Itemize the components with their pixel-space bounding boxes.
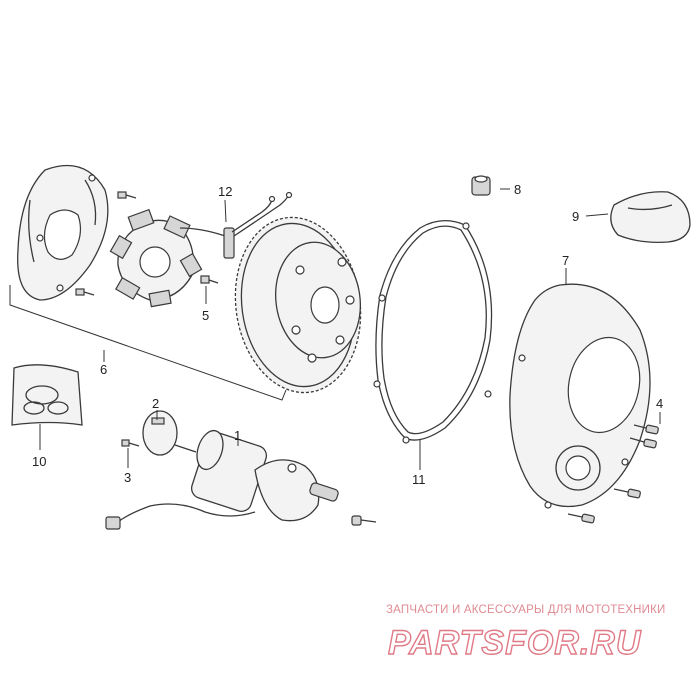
plate-screw-top: [117, 191, 137, 199]
cover-bolts: [567, 424, 659, 524]
watermark-logo-text: PARTSFOR.RU: [388, 624, 642, 662]
callout-8: 8: [514, 182, 521, 197]
stator-coil-assembly: [109, 208, 233, 308]
stator-base-plate: [17, 164, 109, 301]
plate-screw-bottom: [75, 288, 95, 296]
gasket-set-package: [11, 364, 83, 426]
callout-7: 7: [562, 253, 569, 268]
starter-clamp-band: [142, 410, 197, 456]
callout-3: 3: [124, 470, 131, 485]
watermark-tagline: ЗАПЧАСТИ И АКСЕССУАРЫ ДЛЯ МОТОТЕХНИКИ: [386, 604, 666, 616]
cover-gasket: [373, 220, 493, 444]
flywheel-rotor: [234, 216, 362, 394]
clamp-screw: [121, 439, 140, 447]
generator-cover: [509, 283, 651, 509]
pickup-sensor-wire: [223, 191, 293, 259]
assembly-bracket-6: [9, 285, 287, 401]
callout-5: 5: [202, 308, 209, 323]
callout-11: 11: [412, 472, 426, 487]
sealant-pouch: [610, 191, 691, 243]
watermark-logo: PARTSFOR.RU: [388, 623, 642, 662]
callout-4: 4: [656, 396, 663, 411]
stator-bolt: [200, 275, 219, 284]
callout-12: 12: [218, 184, 232, 199]
callout-1: 1: [234, 428, 241, 443]
callout-9: 9: [572, 209, 579, 224]
callout-10: 10: [32, 454, 46, 469]
callout-2: 2: [152, 396, 159, 411]
starter-motor: [105, 429, 339, 530]
starter-bolt: [351, 515, 377, 526]
callout-6: 6: [100, 362, 107, 377]
hex-nut: [471, 175, 491, 196]
